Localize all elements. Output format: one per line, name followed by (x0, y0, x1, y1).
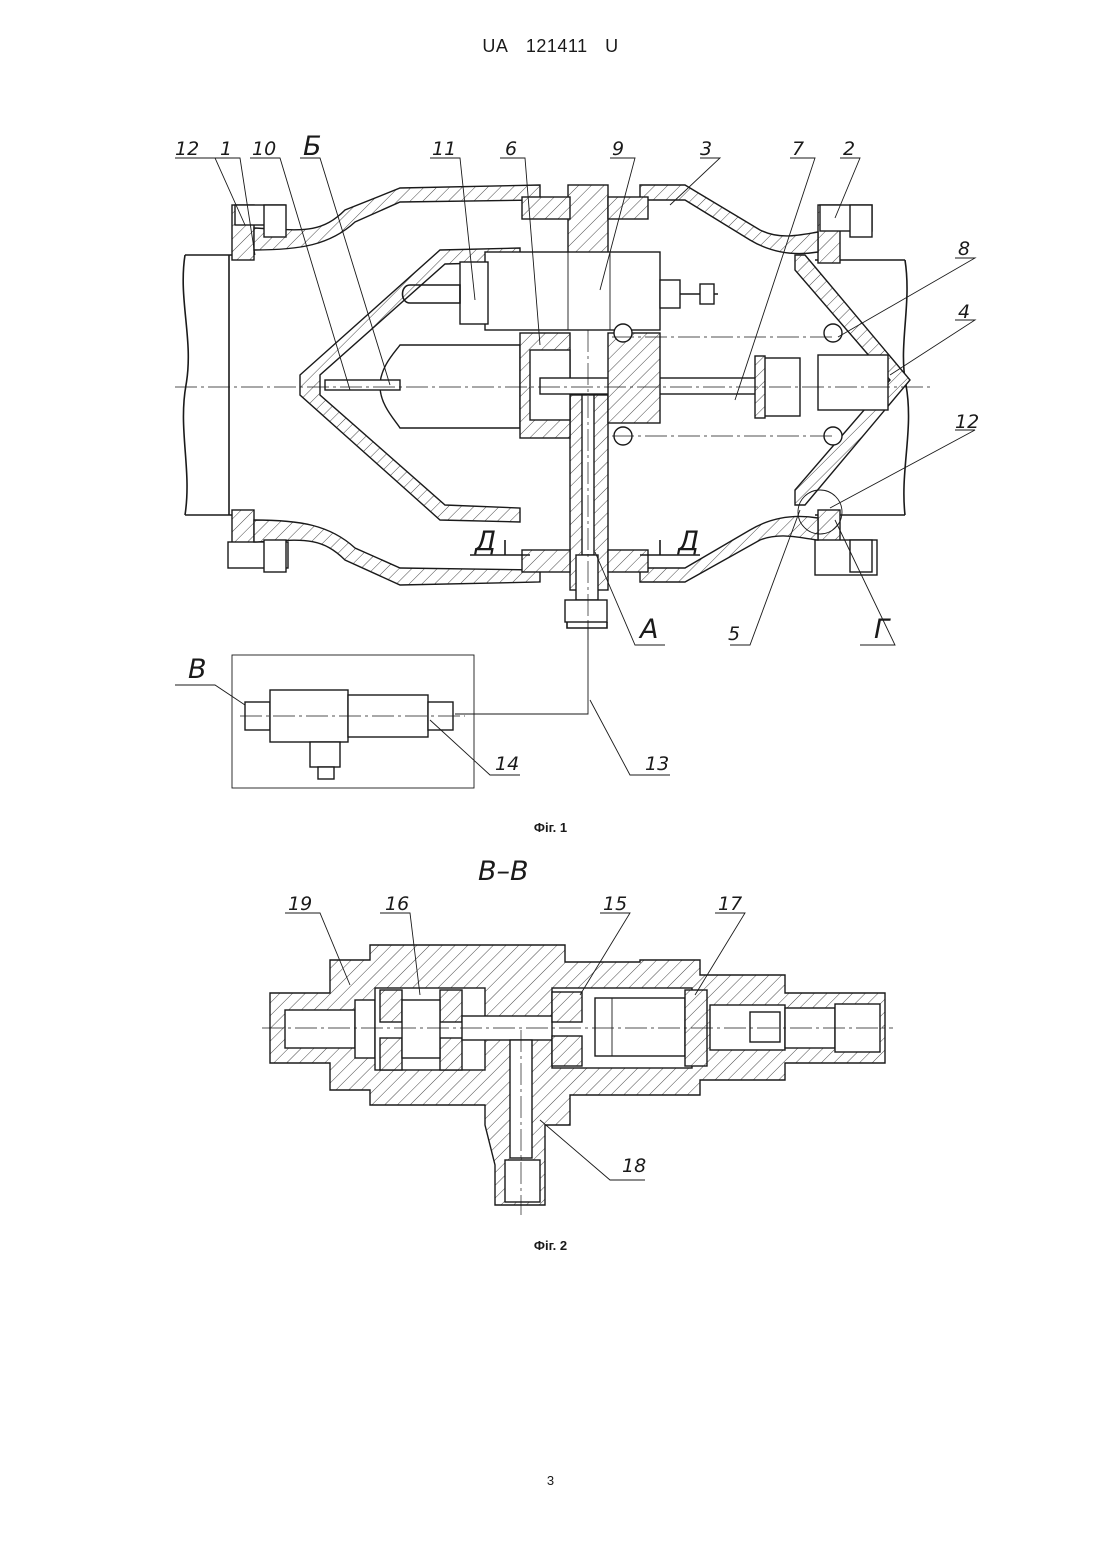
callout-b: Б (303, 131, 322, 162)
callout-10: 10 (252, 138, 276, 160)
callout-8: 8 (958, 238, 970, 260)
callout-15: 15 (603, 893, 627, 915)
callout-6: 6 (505, 138, 517, 160)
callout-v: В (188, 654, 207, 685)
figure-2-caption: Фіг. 2 (0, 1238, 1101, 1253)
section-mark-d-right: Д (677, 526, 699, 557)
callout-2: 2 (843, 138, 855, 160)
callout-14: 14 (495, 753, 519, 775)
callout-12-right: 12 (955, 411, 979, 433)
callout-g: Г (874, 614, 891, 645)
figure-1-caption: Фіг. 1 (0, 820, 1101, 835)
callout-1: 1 (220, 138, 232, 160)
callout-4: 4 (958, 301, 970, 323)
callout-7: 7 (792, 138, 804, 160)
callout-11: 11 (432, 138, 456, 160)
section-mark-d-left: Д (474, 526, 496, 557)
callout-3: 3 (700, 138, 712, 160)
callout-16: 16 (385, 893, 409, 915)
callout-13: 13 (645, 753, 669, 775)
callout-a: А (638, 614, 658, 645)
figure-2-drawing (262, 913, 893, 1215)
callout-18: 18 (622, 1155, 646, 1177)
section-title: В–В (478, 856, 529, 887)
callout-9: 9 (612, 138, 624, 160)
detail-view-v (175, 622, 670, 788)
callout-12-left: 12 (175, 138, 199, 160)
page-number: 3 (0, 1473, 1101, 1488)
callout-19: 19 (288, 893, 312, 915)
callout-17: 17 (718, 893, 742, 915)
figure-1-drawing (175, 158, 975, 645)
callout-5: 5 (728, 623, 740, 645)
